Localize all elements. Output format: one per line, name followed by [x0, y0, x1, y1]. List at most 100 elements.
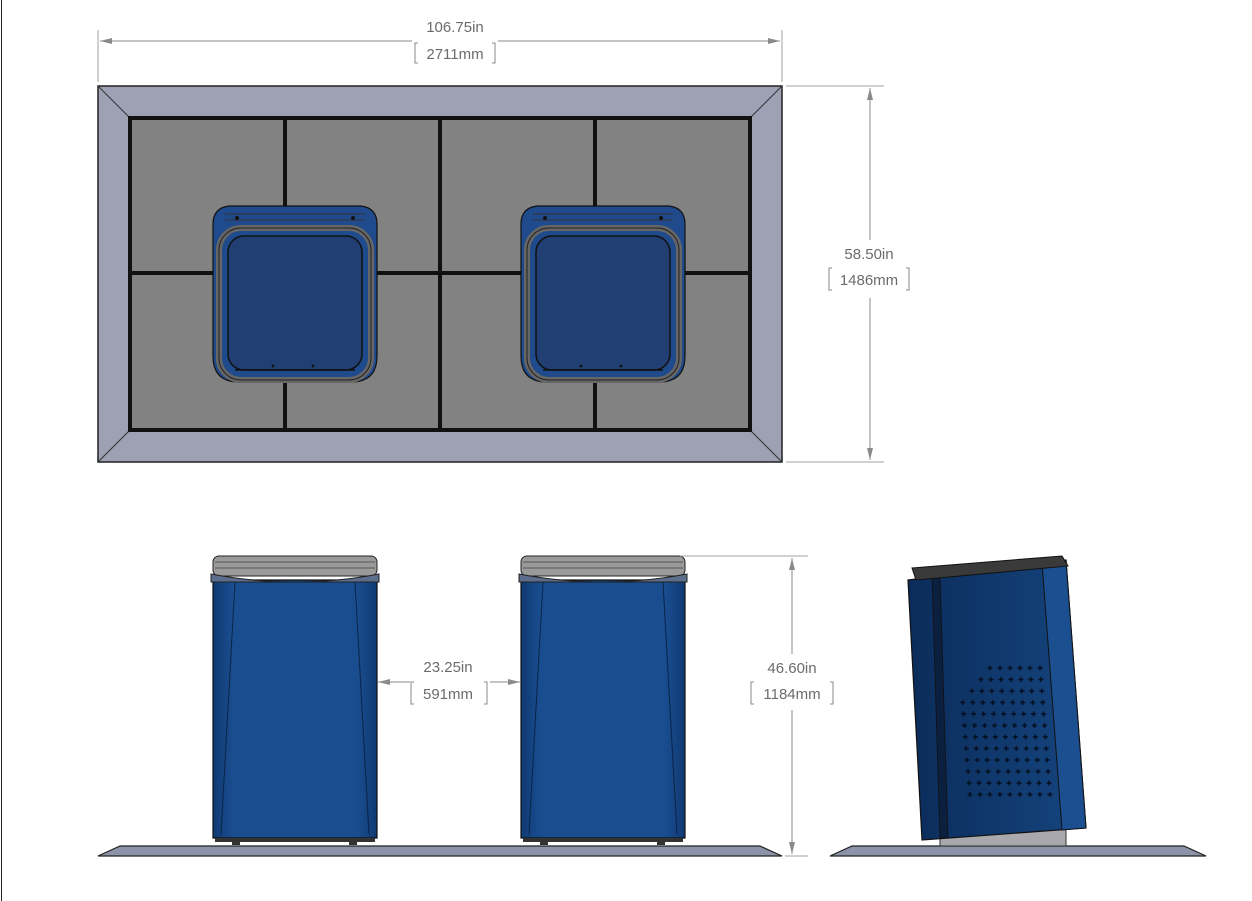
vent-hole	[967, 792, 973, 797]
front-unit-left	[210, 555, 380, 843]
vent-hole	[1023, 746, 1029, 751]
vent-hole	[964, 757, 970, 763]
vent-hole	[962, 734, 968, 740]
vent-hole	[1026, 780, 1032, 786]
dim-overall-width: 106.75in 2711mm	[97, 19, 783, 82]
vent-hole	[960, 700, 966, 705]
vent-hole	[1038, 677, 1044, 682]
vent-hole	[1035, 769, 1041, 774]
vent-hole	[969, 688, 975, 694]
vent-hole	[1046, 780, 1052, 786]
vent-hole	[1043, 746, 1049, 751]
dim-overall-depth: 58.50in 1486mm	[786, 85, 910, 463]
vent-hole	[1001, 711, 1007, 717]
vent-hole	[982, 734, 988, 740]
vent-hole	[990, 700, 996, 705]
vent-hole	[987, 792, 993, 797]
vent-hole	[1030, 700, 1036, 705]
front-base-plate	[97, 845, 783, 857]
vent-hole	[1031, 711, 1037, 717]
vent-hole	[979, 688, 985, 694]
vent-hole	[1019, 688, 1025, 694]
frame-miter-bl	[97, 429, 131, 463]
vent-hole	[1016, 780, 1022, 786]
vent-hole	[1040, 700, 1046, 705]
vent-hole	[1007, 665, 1013, 671]
vent-hole	[1017, 792, 1023, 797]
vent-hole	[980, 700, 986, 705]
front-view	[97, 555, 783, 857]
vent-hole	[1018, 677, 1024, 682]
vent-hole	[1042, 723, 1047, 728]
vent-hole	[962, 723, 967, 728]
vent-hole	[1028, 677, 1034, 682]
vent-hole	[1005, 769, 1011, 774]
vent-hole	[970, 700, 976, 705]
vent-hole	[1017, 665, 1023, 671]
vent-hole	[1007, 792, 1013, 797]
vent-hole	[1013, 746, 1019, 751]
vent-hole	[982, 723, 987, 728]
vent-hole	[1037, 665, 1043, 671]
vent-hole	[1008, 677, 1014, 682]
vent-hole	[1022, 723, 1027, 728]
front-unit-right	[518, 555, 688, 843]
vent-hole	[1012, 734, 1018, 740]
dim-unit-gap: 23.25in 591mm	[378, 659, 520, 705]
frame-miter-br	[749, 429, 783, 463]
vent-hole	[1025, 769, 1031, 774]
vent-hole	[1006, 780, 1012, 786]
overall-width-metric: 2711mm	[426, 46, 483, 63]
vent-hole	[1041, 711, 1047, 717]
vent-hole	[973, 746, 979, 751]
overall-depth-metric: 1486mm	[840, 272, 898, 289]
vent-hole	[1032, 723, 1037, 728]
vent-hole	[976, 780, 982, 786]
vent-hole	[1015, 769, 1021, 774]
vent-hole	[984, 757, 990, 763]
vent-hole	[989, 688, 995, 694]
vent-hole	[983, 746, 989, 751]
vent-hole	[974, 757, 980, 763]
vent-hole	[1039, 688, 1045, 694]
vent-hole	[1032, 734, 1038, 740]
vent-hole	[1047, 792, 1053, 797]
vent-hole	[995, 769, 1001, 774]
side-base-plate	[829, 845, 1207, 857]
top-unit-left	[213, 206, 377, 382]
side-vent-pattern	[960, 665, 1053, 797]
vent-hole	[1003, 746, 1009, 751]
vent-hole	[1045, 769, 1051, 774]
vent-hole	[1029, 688, 1035, 694]
vent-hole	[999, 688, 1005, 694]
top-unit-right	[521, 206, 685, 382]
unit-gap-metric: 591mm	[423, 686, 473, 703]
vent-hole	[1009, 688, 1015, 694]
vent-hole	[988, 677, 994, 682]
vent-hole	[997, 792, 1003, 797]
vent-hole	[1021, 711, 1027, 717]
vent-hole	[1010, 700, 1016, 705]
side-lid	[911, 555, 1069, 581]
vent-hole	[1042, 734, 1048, 740]
vent-hole	[992, 723, 997, 728]
unit-feet	[232, 840, 665, 845]
vent-hole	[1002, 734, 1008, 740]
vent-hole	[971, 711, 977, 717]
top-view	[97, 85, 783, 463]
vent-hole	[998, 677, 1004, 682]
vent-hole	[972, 723, 977, 728]
dim-overall-height: 46.60in 1184mm	[680, 555, 834, 857]
vent-hole	[975, 769, 981, 774]
vent-hole	[981, 711, 987, 717]
vent-hole	[1037, 792, 1043, 797]
frame-miter-tl	[97, 85, 131, 119]
vent-hole	[985, 769, 991, 774]
vent-hole	[1024, 757, 1030, 763]
vent-hole	[993, 746, 999, 751]
vent-hole	[1034, 757, 1040, 763]
vent-hole	[965, 769, 971, 774]
vent-hole	[966, 780, 972, 786]
vent-hole	[992, 734, 998, 740]
vent-hole	[1027, 665, 1033, 671]
